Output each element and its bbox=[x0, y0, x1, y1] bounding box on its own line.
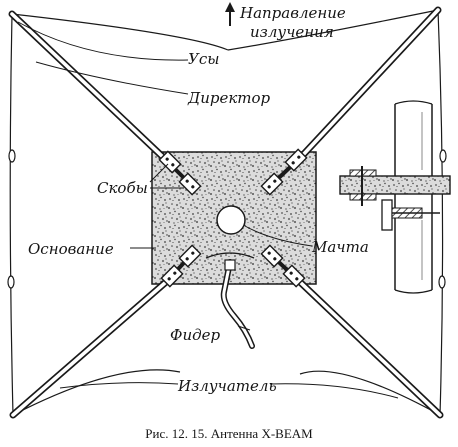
wire-insulators bbox=[7, 149, 447, 289]
brackets-group bbox=[158, 148, 308, 288]
arrow-up-icon bbox=[225, 2, 235, 26]
figure-caption: Рис. 12. 15. Антенна X-BEAM bbox=[145, 426, 313, 441]
mast-label: Мачта bbox=[311, 238, 369, 256]
bracket bbox=[160, 264, 184, 288]
mast-hole bbox=[216, 205, 246, 235]
bracket bbox=[178, 172, 202, 196]
bracket bbox=[260, 172, 284, 196]
whisker-wires bbox=[9, 9, 444, 416]
direction-label-line1: Направление bbox=[239, 4, 346, 22]
bracket bbox=[284, 148, 308, 172]
base-label: Основание bbox=[28, 240, 114, 258]
leader-lines bbox=[17, 21, 399, 399]
bracket bbox=[260, 244, 284, 268]
brackets-label: Скобы bbox=[97, 179, 148, 197]
bracket bbox=[282, 264, 306, 288]
direction-label-line2: излучения bbox=[250, 23, 334, 41]
bracket bbox=[178, 244, 202, 268]
whiskers-label: Усы bbox=[188, 50, 219, 68]
feeder-label: Фидер bbox=[170, 326, 220, 344]
mast-side-view bbox=[339, 100, 451, 294]
x-rods bbox=[8, 6, 444, 419]
radiator-label: Излучатель bbox=[177, 377, 277, 395]
director-label: Директор bbox=[187, 89, 271, 107]
feeder-cable bbox=[205, 252, 255, 349]
